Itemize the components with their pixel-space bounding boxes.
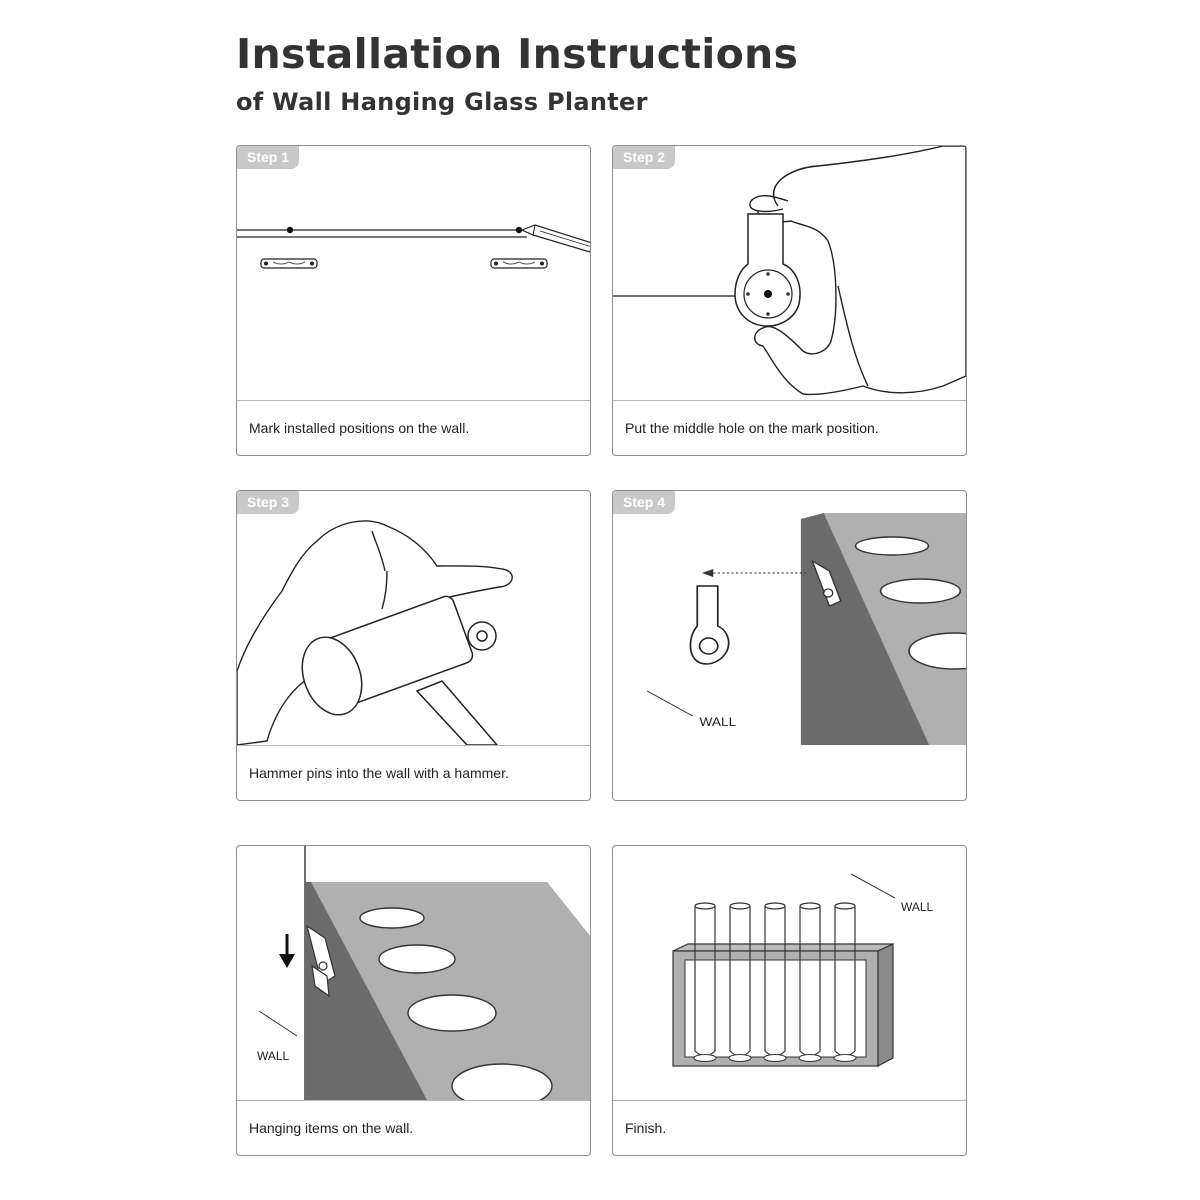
step-3-caption: Hammer pins into the wall with a hammer. bbox=[237, 745, 590, 800]
place-bracket-drawing bbox=[613, 146, 966, 396]
hammer-icon bbox=[301, 595, 498, 745]
hand-icon bbox=[749, 146, 966, 396]
wall-label: WALL bbox=[700, 715, 737, 729]
hang-items-drawing: WALL bbox=[257, 846, 590, 1100]
step-5-caption: Hanging items on the wall. bbox=[237, 1100, 590, 1155]
step-6-panel: WALL bbox=[612, 845, 967, 1156]
step-6-illustration: WALL bbox=[613, 846, 966, 1100]
planter-stand-icon bbox=[672, 943, 894, 1067]
arrow-left-icon bbox=[701, 569, 714, 577]
step-4-panel: Step 4 WALL bbox=[612, 490, 967, 801]
pencil-icon bbox=[520, 224, 590, 253]
finished-planter-drawing: WALL bbox=[672, 873, 934, 1067]
tube-base-holes bbox=[693, 1054, 857, 1062]
bracket-icon bbox=[810, 559, 842, 607]
wall-label: WALL bbox=[257, 1049, 290, 1063]
bracket-icon bbox=[306, 924, 336, 998]
step-1-illustration bbox=[237, 146, 590, 400]
step-2-badge: Step 2 bbox=[613, 146, 676, 169]
step-2-illustration bbox=[613, 146, 966, 400]
step-6-caption: Finish. bbox=[613, 1100, 966, 1155]
mark-wall-drawing bbox=[237, 224, 590, 269]
step-3-badge: Step 3 bbox=[237, 491, 300, 514]
step-4-badge: Step 4 bbox=[613, 491, 676, 514]
wall-label: WALL bbox=[901, 900, 934, 914]
step-2-panel: Step 2 Put the middle hole on the mark p… bbox=[612, 145, 967, 456]
bracket-icon bbox=[734, 213, 801, 327]
step-3-panel: Step 3 Hammer pins into the wall with a … bbox=[236, 490, 591, 801]
mark-dot-right bbox=[515, 226, 523, 234]
hanger-piece-icon bbox=[689, 585, 730, 665]
hammer-pins-drawing bbox=[237, 520, 513, 745]
step-5-panel: WALL Hanging items on the wall. bbox=[236, 845, 591, 1156]
page-subtitle: of Wall Hanging Glass Planter bbox=[236, 88, 648, 116]
hanger-bracket-left bbox=[260, 258, 318, 269]
hanger-bracket-right bbox=[490, 258, 548, 269]
step-1-badge: Step 1 bbox=[237, 146, 300, 169]
step-3-illustration bbox=[237, 491, 590, 745]
step-5-illustration: WALL bbox=[237, 846, 590, 1100]
arrow-down-icon bbox=[279, 934, 295, 968]
attach-bracket-drawing: WALL bbox=[646, 513, 966, 745]
step-1-caption: Mark installed positions on the wall. bbox=[237, 400, 590, 455]
step-4-illustration: WALL bbox=[613, 491, 966, 745]
step-2-caption: Put the middle hole on the mark position… bbox=[613, 400, 966, 455]
step-1-panel: Step 1 Mark installed positions bbox=[236, 145, 591, 456]
page-title: Installation Instructions bbox=[236, 30, 799, 78]
mark-dot-left bbox=[286, 226, 294, 234]
